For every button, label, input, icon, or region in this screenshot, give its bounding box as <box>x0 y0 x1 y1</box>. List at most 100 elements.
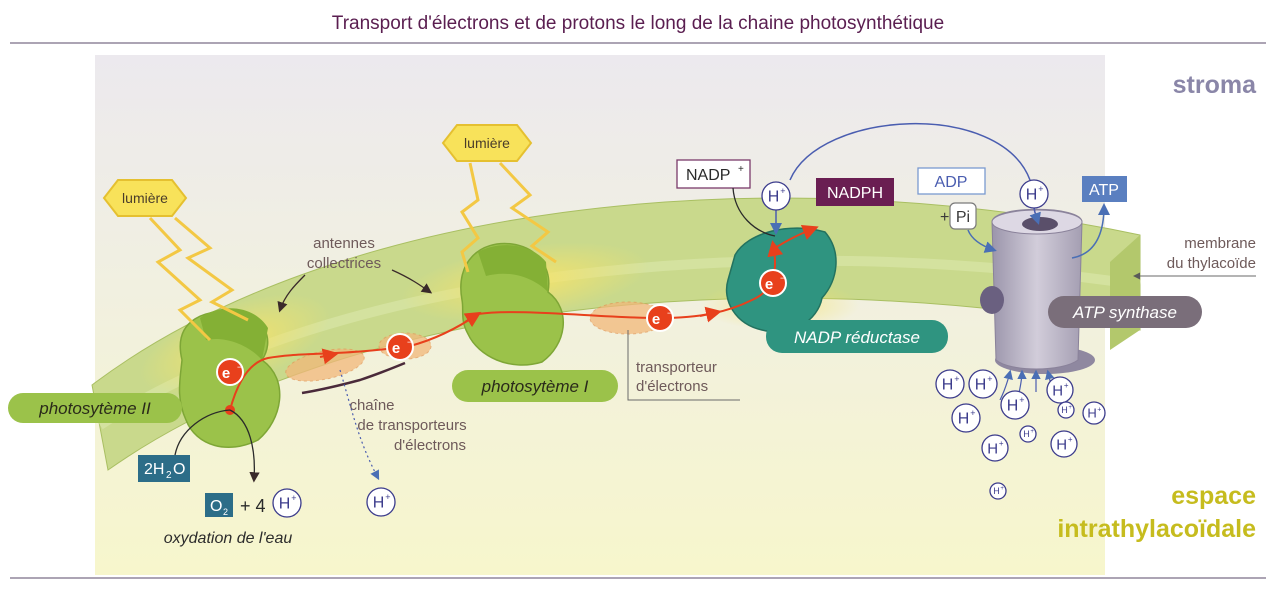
svg-text:H: H <box>942 377 954 394</box>
atp-synthase-stub <box>980 286 1004 314</box>
light-left-label: lumière <box>122 190 168 206</box>
svg-text:NADP: NADP <box>686 167 730 184</box>
chaine-proton-arrow <box>339 369 380 481</box>
svg-text:+: + <box>1030 429 1034 435</box>
svg-text:+: + <box>1038 184 1043 194</box>
electron-1: e − <box>216 358 244 386</box>
nadp-box: NADP + <box>676 159 751 189</box>
adp-to-synthase-arrow <box>967 229 997 253</box>
svg-text:H: H <box>987 440 998 457</box>
svg-text:+: + <box>1000 486 1004 492</box>
proton-entry-arrow-1 <box>999 369 1013 401</box>
light-left: lumière <box>102 179 188 217</box>
plus-sign: + <box>940 209 949 226</box>
svg-text:H: H <box>1056 436 1067 453</box>
svg-text:H: H <box>975 377 987 394</box>
svg-text:ADP: ADP <box>935 174 968 191</box>
svg-text:+: + <box>1068 405 1072 411</box>
proton-14: H+ <box>1050 430 1078 458</box>
svg-text:−: − <box>407 337 412 347</box>
zone-lumen-label-1: espace <box>1171 482 1256 510</box>
electron-arrow-5 <box>771 225 819 251</box>
svg-text:H: H <box>279 496 291 513</box>
svg-text:−: − <box>667 308 672 318</box>
antennes-pointer-left <box>277 274 306 313</box>
svg-text:H: H <box>1007 398 1019 415</box>
light-right: lumière <box>441 124 533 162</box>
svg-text:NADPH: NADPH <box>827 185 883 202</box>
transporteur-bracket <box>627 330 740 401</box>
synthase-to-atp-arrow <box>1071 203 1110 259</box>
electron-arrow-2 <box>319 348 339 365</box>
membrane-label-2: du thylacoïde <box>1167 255 1256 272</box>
svg-text:e: e <box>222 365 230 382</box>
proton-8: H+ <box>1000 390 1030 420</box>
adp-box: ADP <box>917 167 986 195</box>
proton-group: H+H+H+H+H+H+H+H+H+H+H+H+H+H+H+ <box>272 179 1106 518</box>
electron-3: e − <box>646 304 674 332</box>
lightning-right-2 <box>498 161 557 264</box>
electron-arrow-4 <box>699 306 722 323</box>
svg-text:2: 2 <box>166 470 172 481</box>
photosystem-2-top <box>200 308 268 360</box>
lightning-left-2 <box>174 216 249 322</box>
svg-text:2H: 2H <box>144 461 164 478</box>
electron-2: e − <box>386 333 414 361</box>
chaine-label-1: chaîne <box>349 397 394 414</box>
svg-text:ATP synthase: ATP synthase <box>1072 303 1177 322</box>
proton-3: H+ <box>366 487 396 517</box>
proton-4: H+ <box>272 488 302 518</box>
svg-text:H: H <box>373 495 385 512</box>
chaine-brace <box>301 361 406 395</box>
svg-text:+: + <box>780 186 785 196</box>
svg-text:H: H <box>1061 405 1068 415</box>
proton-5: H+ <box>935 369 965 399</box>
nadp-to-reductase-arrow <box>732 187 776 237</box>
svg-text:H: H <box>1026 187 1038 204</box>
membrane-label-1: membrane <box>1184 235 1256 252</box>
svg-text:H: H <box>1052 382 1063 399</box>
svg-text:+: + <box>970 408 975 418</box>
nadph-box: NADPH <box>816 178 894 206</box>
svg-text:H: H <box>1087 406 1096 421</box>
proton-2: H+ <box>1019 179 1049 209</box>
svg-text:H: H <box>768 189 780 206</box>
lightning-right-1 <box>460 162 480 273</box>
proton-6: H+ <box>968 369 998 399</box>
electron-flow-path <box>229 240 784 411</box>
svg-text:e: e <box>765 276 773 293</box>
ps2-to-o2-arrow <box>229 409 260 483</box>
photosystem-1-top <box>478 245 548 292</box>
oxydation-label: oxydation de l'eau <box>164 530 293 547</box>
light-right-label: lumière <box>464 135 510 151</box>
antennes-label-2: collectrices <box>307 255 381 272</box>
atp-box: ATP <box>1082 176 1127 202</box>
ps2-pill: photosytème II <box>8 393 182 423</box>
svg-text:−: − <box>780 273 785 283</box>
svg-text:+: + <box>999 439 1004 448</box>
lightning-left-1 <box>148 216 212 342</box>
svg-text:e: e <box>392 340 400 357</box>
svg-text:photosytème I: photosytème I <box>481 377 589 396</box>
proton-1: H+ <box>761 181 791 211</box>
nadp-reductase-pill: NADP réductase <box>766 320 948 353</box>
svg-text:+: + <box>385 492 390 502</box>
svg-text:Pi: Pi <box>956 209 970 226</box>
proton-7: H+ <box>951 403 981 433</box>
o2-plus-four: + 4 <box>240 496 266 516</box>
svg-text:H: H <box>958 411 970 428</box>
svg-text:H: H <box>1023 429 1030 439</box>
electron-4: e − <box>759 269 787 297</box>
svg-text:+: + <box>1097 406 1101 413</box>
water-to-ps2-line <box>174 409 231 456</box>
svg-text:H: H <box>993 486 1000 496</box>
svg-text:−: − <box>237 362 242 372</box>
atp-synthase-pill: ATP synthase <box>1048 296 1202 328</box>
atp-synthase-channel <box>1022 217 1058 231</box>
svg-text:+: + <box>1068 435 1073 444</box>
antennes-label-1: antennes <box>313 235 375 252</box>
pi-box: Pi <box>949 202 977 230</box>
water-box: 2H 2 O <box>138 455 190 482</box>
svg-text:2: 2 <box>223 507 228 517</box>
